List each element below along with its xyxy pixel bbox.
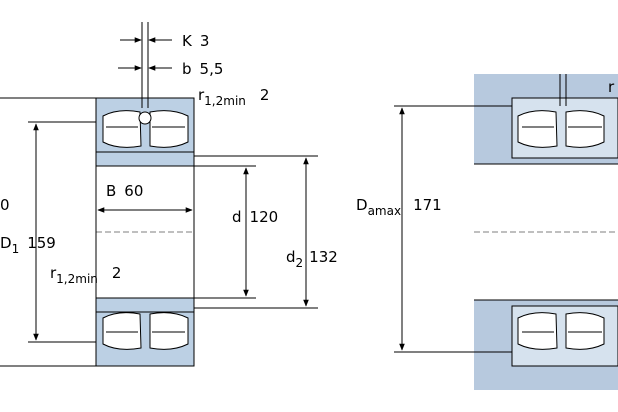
r-cut-label: r bbox=[608, 78, 615, 96]
upper-rollers bbox=[96, 110, 194, 153]
abutment-section bbox=[394, 74, 618, 390]
right-upper-rollers bbox=[517, 110, 605, 148]
d-cut-label: 0 bbox=[0, 196, 10, 214]
right-lower-rollers bbox=[517, 312, 605, 350]
bearing-section bbox=[0, 22, 318, 367]
lower-rollers bbox=[96, 311, 194, 350]
